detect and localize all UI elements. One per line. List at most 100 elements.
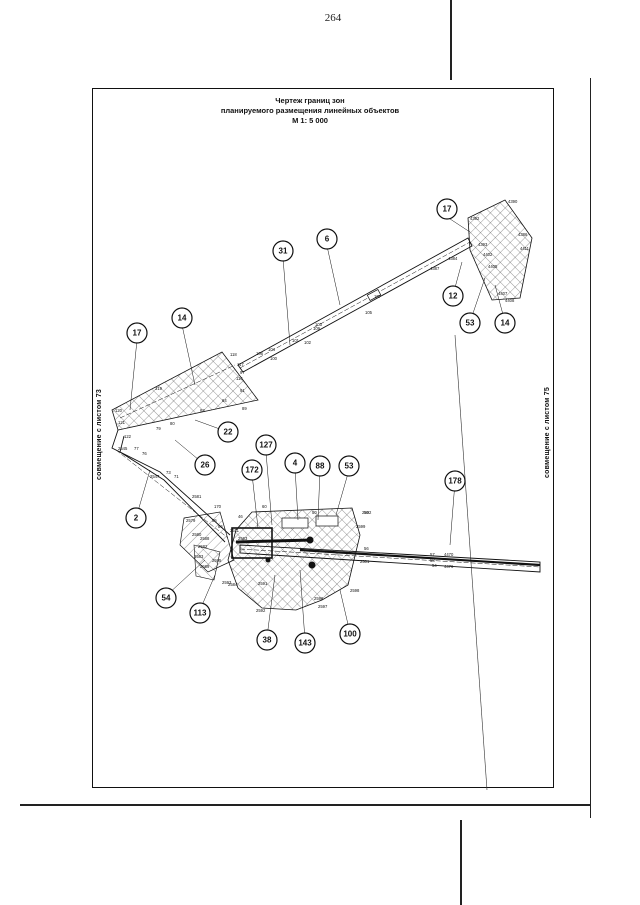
svg-text:113: 113 — [194, 609, 207, 618]
svg-text:178: 178 — [448, 477, 462, 486]
drawing-frame — [92, 88, 554, 788]
title-line-2: планируемого размещения линейных объекто… — [220, 106, 400, 115]
zone-left — [111, 351, 259, 431]
point-label: 104 — [268, 347, 276, 352]
circled-label: 4 — [284, 452, 306, 474]
point-label: 118 — [230, 352, 237, 357]
point-label: 73 — [166, 470, 171, 475]
circled-label: 127 — [255, 434, 277, 456]
point-label: 46 — [238, 514, 243, 519]
circled-label: 113 — [189, 602, 211, 624]
svg-text:172: 172 — [245, 466, 259, 475]
circled-label: 172 — [241, 459, 263, 481]
svg-text:38: 38 — [263, 636, 272, 645]
svg-text:14: 14 — [178, 314, 187, 323]
leader-lines — [129, 216, 506, 641]
svg-text:127: 127 — [259, 441, 273, 450]
point-label: 2583 — [194, 554, 204, 559]
point-label: 2596 — [314, 596, 324, 601]
point-label: 170 — [214, 504, 222, 509]
point-label: 2579 — [186, 518, 196, 523]
point-label: 79 — [156, 426, 161, 431]
reference-line — [454, 334, 488, 791]
circled-label: 178 — [444, 470, 466, 492]
point-label: 71 — [174, 474, 179, 479]
point-label: 2591 — [258, 581, 268, 586]
point-label: 4390 — [508, 199, 518, 204]
point-label: 2598 — [350, 588, 360, 593]
corridor-lower-left — [111, 429, 231, 543]
point-label: 116 — [236, 376, 243, 381]
point-label: 54 — [432, 563, 437, 568]
point-label: 85 — [212, 518, 217, 523]
circled-label: 22 — [217, 421, 239, 443]
svg-text:88: 88 — [316, 462, 325, 471]
point-label: 4405 — [488, 264, 498, 269]
circled-label: 54 — [155, 587, 177, 609]
title-line-1: Чертеж границ зон — [275, 96, 345, 105]
svg-text:17: 17 — [443, 205, 452, 214]
point-label: 50 — [312, 510, 317, 515]
point-label: 120 — [115, 408, 123, 413]
point-label: 2595 — [212, 558, 222, 563]
point-label: 122 — [124, 434, 132, 439]
point-label: 106 — [256, 351, 264, 356]
point-label: 4476 — [444, 564, 454, 569]
circled-label: 12 — [442, 285, 464, 307]
svg-text:143: 143 — [298, 639, 312, 648]
circled-label: 14 — [171, 307, 193, 329]
point-label: 2592 — [256, 608, 266, 613]
point-label: 97 — [240, 370, 245, 375]
point-label: 86 — [218, 524, 223, 529]
point-label: 2582 — [198, 544, 208, 549]
point-label: 80 — [170, 421, 175, 426]
point-label: 2502 — [362, 510, 372, 515]
point-label: 2589 — [200, 564, 210, 569]
point-label: 4393 — [478, 242, 488, 247]
point-label: 4402 — [483, 252, 493, 257]
svg-text:14: 14 — [501, 319, 510, 328]
corridor-east — [239, 544, 541, 573]
point-label: 64 — [222, 398, 227, 403]
point-label: 89 — [242, 406, 247, 411]
point-label: 63 — [200, 408, 205, 413]
point-label: 2511 — [230, 528, 240, 533]
point-label: 102 — [304, 340, 312, 345]
circled-label: 17 — [126, 322, 148, 344]
point-label: 2597 — [318, 604, 328, 609]
circled-label: 143 — [294, 632, 316, 654]
point-label: 109 — [313, 326, 321, 331]
circled-label: 17 — [436, 198, 458, 220]
title-line-3: М 1: 5 000 — [292, 116, 328, 125]
point-label: 4470 — [444, 552, 454, 557]
scan-edge-right — [590, 78, 591, 818]
circled-label: 31 — [272, 240, 294, 262]
point-label: 2584 — [228, 582, 238, 587]
point-label: 101 — [292, 338, 300, 343]
svg-text:26: 26 — [201, 461, 210, 470]
svg-text:100: 100 — [343, 630, 357, 639]
zone-lower-left — [179, 511, 235, 581]
point-label: 76 — [142, 451, 147, 456]
zone-top-right — [467, 199, 533, 301]
svg-text:17: 17 — [133, 329, 142, 338]
svg-text:12: 12 — [449, 292, 458, 301]
svg-text:4: 4 — [293, 459, 298, 468]
point-label: 2593 — [222, 580, 232, 585]
point-label: 91 — [240, 388, 245, 393]
point-label: 2547 — [150, 474, 160, 479]
circled-label: 53 — [338, 455, 360, 477]
point-label: 121 — [118, 420, 126, 425]
point-label: 57 — [430, 552, 435, 557]
small-box-105 — [366, 289, 382, 301]
point-label: 2581 — [192, 494, 202, 499]
scan-edge-bottom-right — [460, 820, 462, 905]
svg-text:6: 6 — [325, 235, 330, 244]
circled-label: 53 — [459, 312, 481, 334]
point-label: 107 — [374, 294, 382, 299]
circled-label: 38 — [256, 629, 278, 651]
point-labels: 4390 4392 4393 4386 4387 4384 4402 4405 … — [115, 199, 530, 613]
point-label: 4407 — [498, 291, 508, 296]
point-label: 4387 — [430, 266, 440, 271]
